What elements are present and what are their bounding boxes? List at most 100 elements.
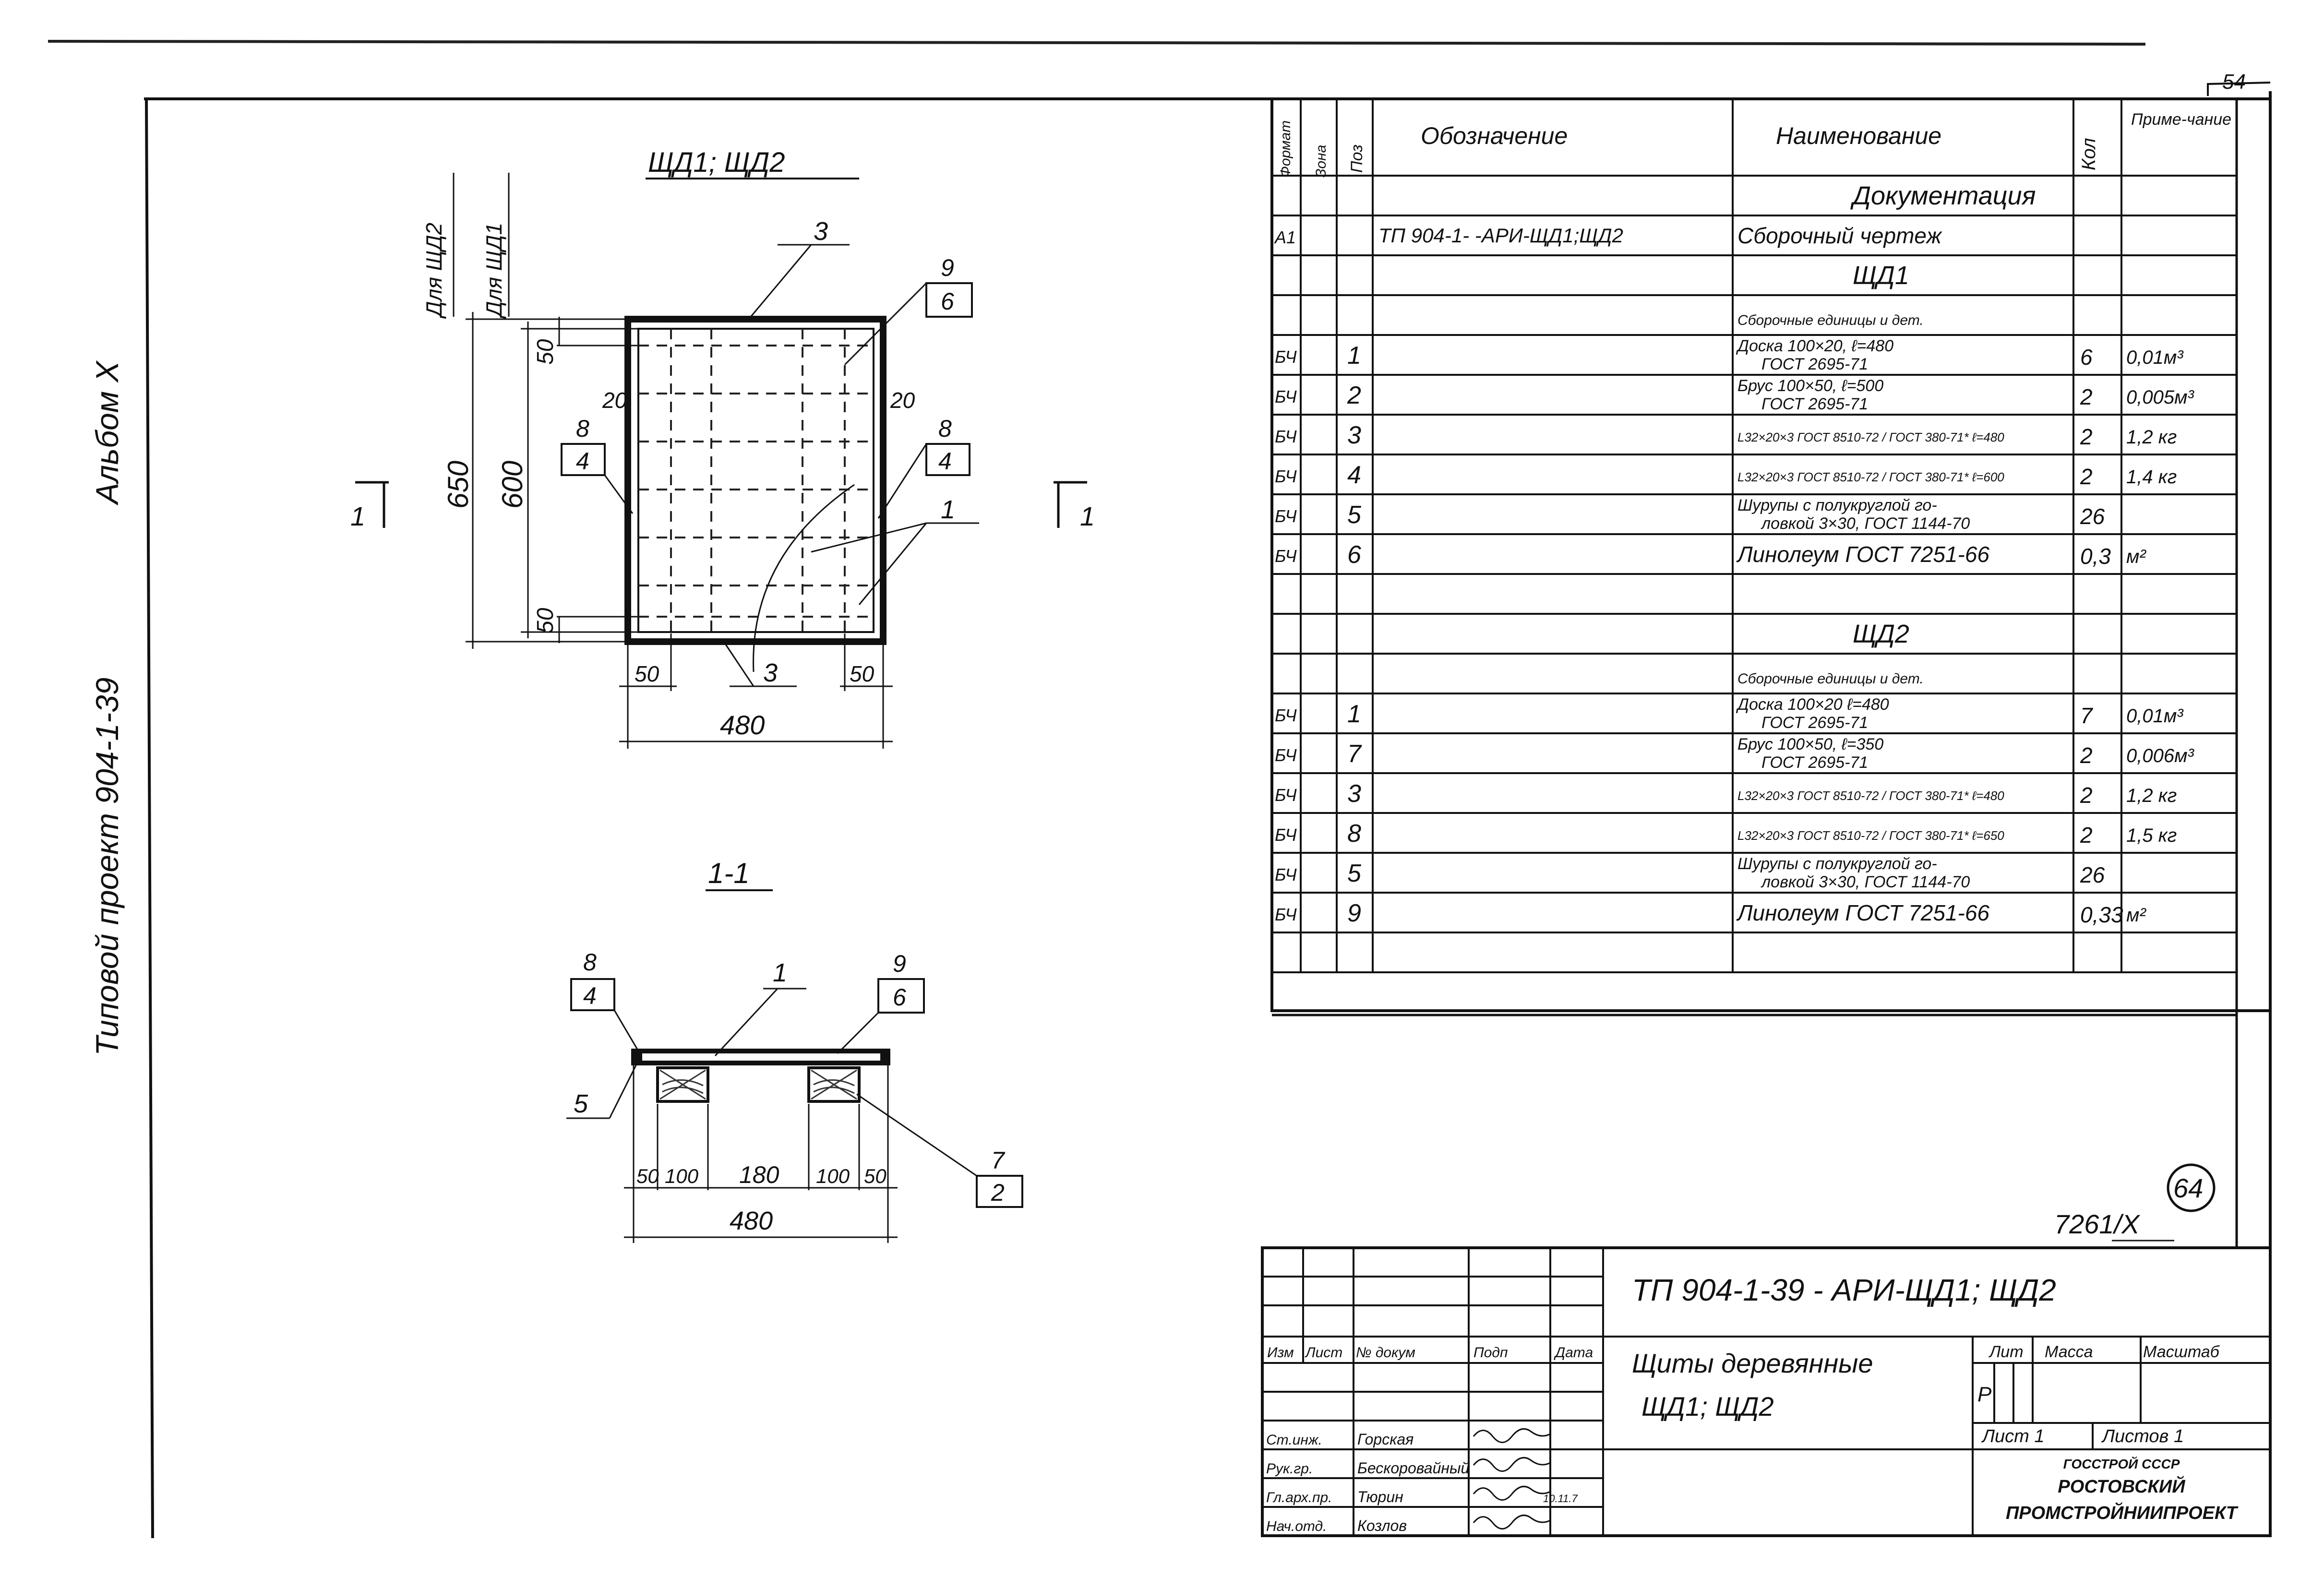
tb-col-doc: № докум xyxy=(1356,1345,1415,1361)
spec-row-format: БЧ xyxy=(1275,785,1297,805)
dim-left-50: 50 xyxy=(635,661,659,686)
spec-row-qty: 2 xyxy=(2080,464,2093,489)
tb-org-2: РОСТОВСКИЙ xyxy=(2058,1475,2185,1497)
spec-row-note: 0,006м³ xyxy=(2126,745,2195,766)
margin-project-text: Типовой проект 904-1-39 xyxy=(89,677,125,1056)
section-dim-2: 100 xyxy=(665,1165,699,1187)
spec-row-name-2: ловкой 3×30, ГОСТ 1144-70 xyxy=(1761,514,1970,533)
spec-row-format: БЧ xyxy=(1275,705,1297,725)
frame-left xyxy=(145,98,154,1539)
spec-row-name-2: ГОСТ 2695-71 xyxy=(1761,753,1868,772)
section-view: 1-1 8 4 1 9 6 5 7 2 xyxy=(566,857,1023,1243)
spec-row-qty: 2 xyxy=(2080,823,2093,848)
dim-650: 650 xyxy=(442,461,474,509)
spec-row-pos: 3 xyxy=(1347,421,1361,449)
dim-top-50: 50 xyxy=(533,339,558,365)
section-board xyxy=(631,1049,890,1065)
callout-1: 1 xyxy=(941,495,955,524)
spec-row-note: 0,005м³ xyxy=(2126,387,2195,408)
header-name: Наименование xyxy=(1776,122,1941,149)
spec-row-name-2: ГОСТ 2695-71 xyxy=(1761,355,1868,373)
section-callout-1: 1 xyxy=(773,958,787,987)
spec-row-name: L32×20×3 ГОСТ 8510-72 / ГОСТ 380-71* ℓ=4… xyxy=(1737,789,2004,803)
tb-signature xyxy=(1473,1514,1551,1529)
tb-sheets: Листов 1 xyxy=(2101,1426,2184,1446)
spec-row-note: 0,01м³ xyxy=(2126,705,2184,727)
tb-scale-label: Масштаб xyxy=(2143,1343,2220,1361)
tb-description-line2: ЩД1; ЩД2 xyxy=(1641,1391,1774,1422)
tb-signature xyxy=(1473,1457,1551,1472)
plan-title: ЩД1; ЩД2 xyxy=(648,147,785,178)
spec-row-pos: 3 xyxy=(1347,780,1361,808)
spec-row-format: БЧ xyxy=(1275,745,1297,765)
spec-row-note: 1,2 кг xyxy=(2126,785,2177,806)
spec-row-pos: 5 xyxy=(1347,860,1362,887)
panel-outline xyxy=(624,316,886,645)
section-callout-9: 9 xyxy=(893,950,906,977)
callout-3-bottom: 3 xyxy=(763,658,778,687)
section-callout-5: 5 xyxy=(574,1089,588,1118)
header-zone: Зона xyxy=(1313,145,1329,178)
tb-staff-name: Козлов xyxy=(1357,1517,1407,1534)
spec-row-qty: 2 xyxy=(2080,743,2093,768)
spec-row-qty: 0,3 xyxy=(2080,544,2111,569)
tb-org-1: ГОССТРОЙ СССР xyxy=(2063,1456,2180,1471)
tb-description-line1: Щиты деревянные xyxy=(1632,1348,1873,1378)
section-mark-right: 1 xyxy=(1080,501,1095,531)
dim-600: 600 xyxy=(496,461,528,509)
section-callout-8: 8 xyxy=(583,949,597,976)
callout-8-left: 8 xyxy=(576,415,589,442)
header-note: Приме-чание xyxy=(2131,110,2231,129)
spec-row-format: БЧ xyxy=(1275,905,1297,924)
section-dim-total: 480 xyxy=(730,1207,773,1235)
top-scan-line xyxy=(48,40,2146,46)
tb-staff-name: Горская xyxy=(1357,1431,1414,1448)
spec-row-pos: 1 xyxy=(1347,700,1361,728)
spec-row-name: L32×20×3 ГОСТ 8510-72 / ГОСТ 380-71* ℓ=4… xyxy=(1737,430,2004,444)
margin-album-text: Альбом X xyxy=(89,361,125,504)
spec-row-name: L32×20×3 ГОСТ 8510-72 / ГОСТ 380-71* ℓ=6… xyxy=(1737,470,2004,484)
tb-signature xyxy=(1473,1428,1551,1443)
spec-row-qty: 2 xyxy=(2080,384,2093,409)
spec-row-format: БЧ xyxy=(1275,427,1297,446)
section-callout-6: 6 xyxy=(893,984,906,1011)
spec-row-name: Линолеум ГОСТ 7251-66 xyxy=(1736,542,1989,567)
spec-row-note: 1,2 кг xyxy=(2126,427,2177,448)
title-code: ТП 904-1-39 - АРИ-ЩД1; ЩД2 xyxy=(1632,1273,2056,1307)
callout-4-right: 4 xyxy=(938,448,952,475)
section-dim-5: 50 xyxy=(864,1165,886,1187)
spec-row-pos: 8 xyxy=(1347,820,1361,848)
corner-number: 54 xyxy=(2222,70,2246,94)
section-dim-3: 180 xyxy=(739,1161,779,1188)
specification-table: Формат Зона Поз Обозначение Наименование… xyxy=(1270,97,2272,1248)
sheet-number: 64 xyxy=(2173,1173,2203,1203)
spec-row-format: БЧ xyxy=(1275,865,1297,884)
spec-row-name: Линолеум ГОСТ 7251-66 xyxy=(1736,900,1989,925)
dim-right-50: 50 xyxy=(850,661,874,686)
spec-row-pos: 6 xyxy=(1347,541,1361,569)
spec-row-note: 1,5 кг xyxy=(2126,825,2177,846)
spec-row-name: Брус 100×50, ℓ=350 xyxy=(1737,735,1883,753)
spec-row-format: БЧ xyxy=(1275,387,1297,406)
spec-row-name: Доска 100×20 ℓ=480 xyxy=(1736,695,1889,714)
spec-row-subheading: Сборочные единицы и дет. xyxy=(1737,312,1924,328)
section-dim-1: 50 xyxy=(636,1165,659,1187)
section-callout-4: 4 xyxy=(583,982,597,1009)
tb-staff-name: Бескоровайный xyxy=(1357,1459,1470,1477)
spec-row-note: м² xyxy=(2126,905,2146,926)
tb-lit-label: Лит xyxy=(1989,1343,2024,1361)
spec-row-name-2: ловкой 3×30, ГОСТ 1144-70 xyxy=(1761,873,1970,891)
spec-row-pos: 2 xyxy=(1347,382,1361,409)
spec-row-format: А1 xyxy=(1274,227,1296,247)
tb-col-date: Дата xyxy=(1554,1345,1593,1361)
tb-col-izm: Изм xyxy=(1267,1345,1294,1361)
tb-staff-role: Рук.гр. xyxy=(1266,1461,1313,1477)
spec-row-name: Шурупы с полукруглой го- xyxy=(1737,496,1937,514)
spec-row-name: Шурупы с полукруглой го- xyxy=(1737,855,1937,873)
callout-4-left: 4 xyxy=(576,448,589,475)
spec-row-pos: 7 xyxy=(1347,740,1362,768)
spec-row-pos: 4 xyxy=(1347,461,1361,489)
spec-row-pos: 9 xyxy=(1347,899,1361,927)
tb-col-sign: Подп xyxy=(1473,1345,1508,1361)
